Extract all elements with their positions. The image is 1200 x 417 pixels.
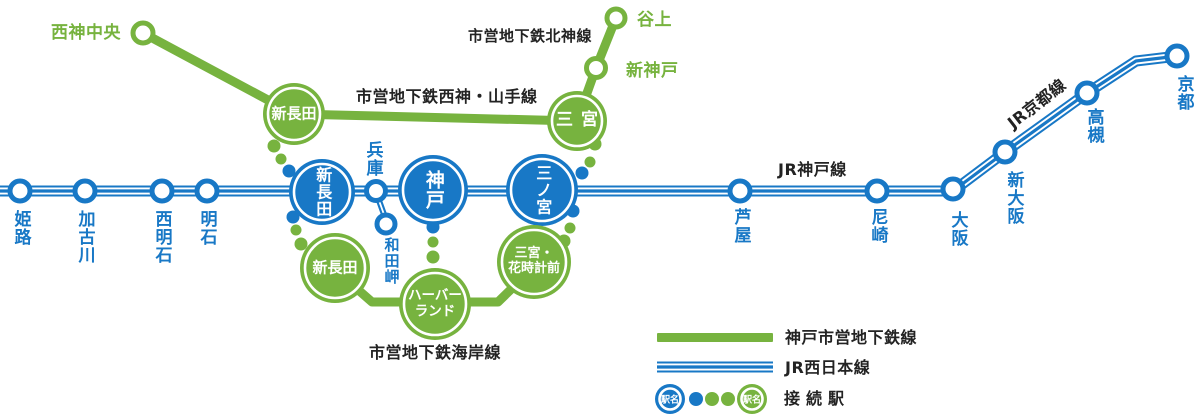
- station-circle-hyogo: [364, 179, 388, 203]
- station-label-hyogo: 兵庫: [362, 141, 383, 177]
- station-circle-sannomiya-jr: [506, 154, 578, 226]
- line-label-hokushin: 市営地下鉄北神線: [468, 27, 593, 45]
- legend-label-subway: 神戸市営地下鉄線: [785, 328, 918, 347]
- station-label-shin-osaka: 新大阪: [1003, 171, 1024, 225]
- station-label-tanigami: 谷上: [637, 10, 672, 30]
- station-circle-nishi-akashi: [149, 178, 175, 204]
- station-label-amagasaki: 尼崎: [867, 208, 888, 244]
- station-label-hanadokei-line1: 三宮・: [514, 246, 554, 262]
- station-circle-hanadokei-mae: [497, 225, 571, 299]
- station-circle-ashiya: [727, 178, 753, 204]
- station-circle-shin-nagata-jr: [289, 159, 355, 225]
- legend-station-pill-blue-label: 駅名: [660, 395, 680, 406]
- station-label-harborland-line1: ハーバー: [408, 287, 462, 304]
- station-circle-kyoto: [1164, 43, 1190, 69]
- station-label-shin-nagata-kaigan: 新長田: [312, 258, 358, 277]
- station-label-akashi: 明石: [196, 210, 217, 246]
- line-label-jr-kobe: JR神戸線: [778, 160, 847, 179]
- station-label-kyoto: 京都: [1173, 75, 1194, 111]
- station-label-osaka: 大阪: [947, 211, 968, 247]
- station-label-harborland: ハーバーランド: [408, 288, 462, 319]
- station-circle-seishin-chuo: [130, 20, 156, 46]
- station-circle-akashi: [194, 178, 220, 204]
- station-circle-shin-osaka: [992, 139, 1018, 165]
- station-label-harborland-line2: ランド: [414, 303, 456, 319]
- station-circle-kakogawa: [72, 178, 98, 204]
- station-label-shin-nagata-jr: 新長田: [313, 166, 333, 218]
- legend-station-pill-green-label: 駅名: [742, 395, 762, 406]
- legend-label-connection: 接続駅: [784, 389, 851, 408]
- station-label-nishi-akashi: 西明石: [151, 210, 172, 264]
- station-circle-takatsuki: [1074, 80, 1100, 106]
- legend-symbols: [655, 333, 773, 414]
- station-label-seishin-chuo: 西神中央: [51, 23, 121, 43]
- station-circle-shin-nagata-subway: [263, 83, 325, 145]
- station-circle-himeji: [7, 178, 33, 204]
- legend-connection-swatch: [655, 384, 767, 414]
- station-label-himeji: 姫路: [10, 210, 31, 246]
- line-label-kaigan: 市営地下鉄海岸線: [369, 343, 502, 362]
- station-label-wadamisaki: 和田岬: [382, 237, 401, 285]
- station-circle-kobe: [398, 155, 468, 225]
- jr-main-line: [0, 50, 1179, 197]
- station-label-ashiya: 芦屋: [730, 208, 751, 244]
- station-label-kobe: 神戸: [422, 170, 445, 210]
- station-circle-shin-kobe: [584, 56, 608, 80]
- station-label-hanadokei-mae: 三宮・花時計前: [507, 246, 561, 277]
- station-label-takatsuki: 高槻: [1083, 108, 1104, 144]
- station-circle-amagasaki: [864, 178, 890, 204]
- line-label-seishin-yamate: 市営地下鉄西神・山手線: [356, 87, 538, 106]
- station-label-sannomiya-jr: 三ノ宮: [533, 164, 553, 216]
- station-circle-harborland: [399, 268, 471, 340]
- station-label-hanadokei-line2: 花時計前: [507, 261, 561, 276]
- station-circle-shin-nagata-kaigan: [300, 233, 370, 303]
- subway-seishin-yamate-line: [138, 28, 582, 126]
- station-circle-osaka: [940, 176, 966, 202]
- station-label-sannomiya-subway: 三宮: [556, 110, 606, 131]
- legend-subway-line-swatch: [657, 333, 773, 342]
- legend-label-jr: JR西日本線: [785, 358, 871, 377]
- station-circle-wadamisaki: [374, 212, 398, 236]
- station-label-shin-kobe: 新神戸: [626, 61, 679, 81]
- station-circle-sannomiya-subway: [547, 91, 607, 151]
- station-label-shin-nagata-subway: 新長田: [271, 104, 317, 123]
- station-circle-tanigami: [604, 6, 628, 30]
- station-label-kakogawa: 加古川: [74, 210, 95, 264]
